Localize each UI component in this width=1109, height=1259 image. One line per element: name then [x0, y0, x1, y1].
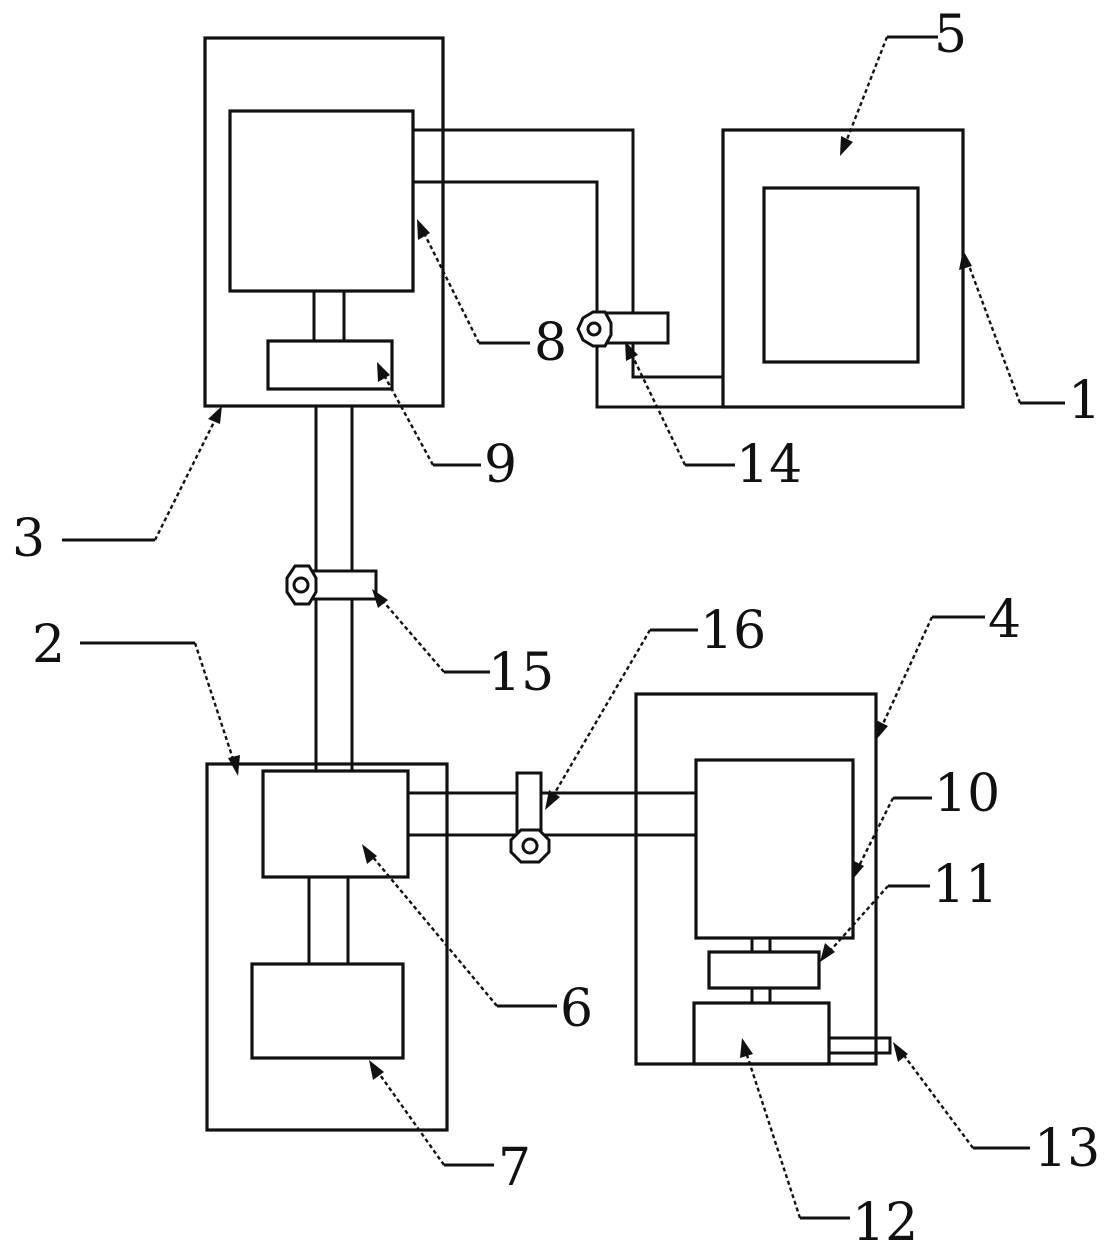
label-4: 4 — [988, 590, 1021, 650]
pipe-lower-outer — [595, 344, 723, 409]
housing-3-outline — [203, 36, 445, 408]
housing-4-outline — [634, 692, 878, 1066]
leader-6 — [362, 844, 557, 1008]
label-12: 12 — [852, 1193, 918, 1253]
label-6: 6 — [560, 979, 593, 1039]
valve-16-body — [515, 771, 543, 837]
pipe-outer — [413, 128, 635, 313]
leader-10 — [852, 796, 932, 880]
outlet-13 — [829, 1036, 892, 1055]
label-11: 11 — [932, 855, 998, 915]
leader-5 — [840, 35, 938, 156]
component-5-inner-box — [762, 186, 920, 364]
label-15: 15 — [488, 643, 554, 703]
component-12-box — [692, 1001, 831, 1066]
housing-2-outline — [205, 762, 449, 1132]
component-1-housing — [721, 128, 965, 409]
component-8-box — [228, 109, 415, 293]
leader-16 — [545, 628, 698, 810]
component-10-box — [694, 758, 855, 940]
component-9-box — [266, 339, 394, 391]
pipe-8-to-1 — [413, 128, 723, 409]
valve-16-hub — [521, 837, 539, 855]
leader-1 — [959, 250, 1065, 405]
component-7-box — [250, 962, 405, 1060]
label-16: 16 — [700, 601, 766, 661]
valve-15-body — [304, 569, 378, 601]
leader-15 — [372, 589, 490, 674]
label-7: 7 — [498, 1138, 531, 1198]
label-3: 3 — [12, 509, 45, 569]
valve-14-hub — [586, 321, 602, 337]
valve-15 — [285, 564, 378, 606]
housing-1-outline — [721, 128, 965, 409]
pipe-lower-inner — [631, 344, 723, 379]
component-11-box — [707, 950, 821, 990]
label-9: 9 — [484, 435, 517, 495]
valve-16 — [509, 771, 551, 864]
leader-12 — [740, 1038, 850, 1220]
valve-15-hub — [292, 576, 310, 594]
pipe-inner — [413, 180, 599, 313]
leader-7 — [369, 1060, 494, 1167]
component-4-housing — [634, 692, 892, 1066]
leader-11 — [820, 884, 930, 962]
leader-4 — [876, 615, 985, 740]
leader-9 — [377, 362, 481, 467]
label-8: 8 — [534, 313, 567, 373]
label-10: 10 — [934, 764, 1000, 824]
label-14: 14 — [736, 435, 802, 495]
component-3-housing — [203, 36, 445, 408]
leader-14 — [625, 341, 735, 467]
label-13: 13 — [1034, 1119, 1100, 1179]
leader-3 — [62, 406, 222, 542]
leader-2 — [80, 641, 240, 776]
component-2-housing — [205, 762, 449, 1132]
valve-14 — [576, 310, 670, 348]
leader-13 — [893, 1042, 1030, 1150]
label-2: 2 — [32, 615, 65, 675]
component-6-box — [261, 769, 410, 879]
label-1: 1 — [1068, 371, 1101, 431]
label-5: 5 — [934, 5, 967, 65]
leader-8 — [417, 219, 530, 345]
